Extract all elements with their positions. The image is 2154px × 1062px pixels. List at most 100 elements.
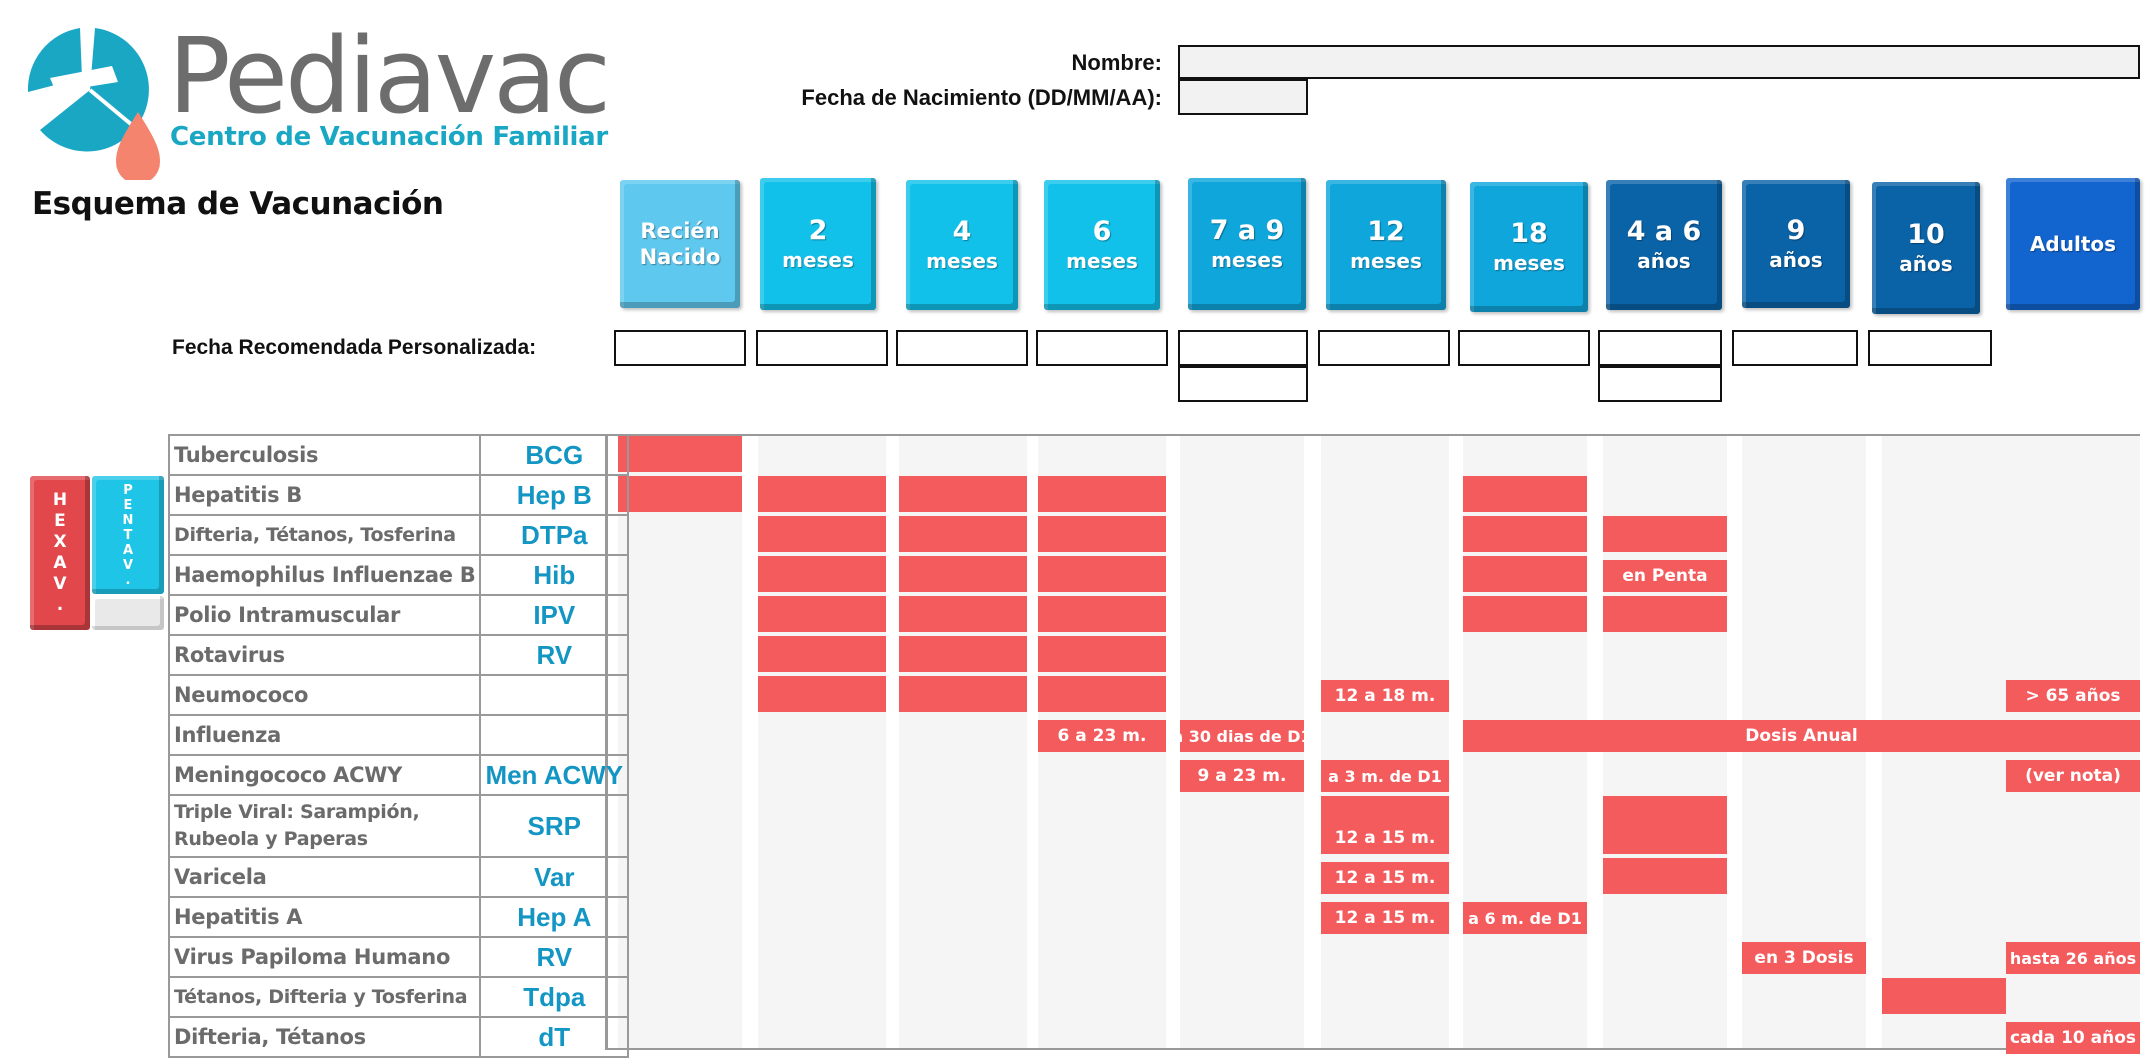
- name-field[interactable]: [1178, 45, 2140, 79]
- age-header-bottom: meses: [1066, 249, 1138, 273]
- age-header-bottom: años: [1769, 248, 1823, 272]
- age-header-top: 9: [1786, 215, 1806, 246]
- vaccine-disease: Neumococo: [167, 674, 482, 716]
- dose-bar: [1038, 476, 1166, 512]
- dose-bar: [758, 476, 886, 512]
- vaccine-disease: Difteria, Tétanos, Tosferina: [167, 514, 482, 556]
- dose-bar: [899, 596, 1027, 632]
- dose-bar: [758, 676, 886, 712]
- age-header-top: Recién: [640, 219, 720, 243]
- dose-bar: (ver nota): [2006, 760, 2140, 792]
- personalized-date-field-3[interactable]: [1036, 330, 1168, 366]
- vaccine-disease: Rotavirus: [167, 634, 482, 676]
- dose-bar: [1463, 556, 1587, 592]
- dose-bar: 12 a 15 m.: [1321, 902, 1449, 934]
- dose-bar: [1463, 476, 1587, 512]
- vaccine-abbreviation: SRP: [479, 794, 630, 858]
- vaccine-abbreviation: BCG: [479, 434, 630, 476]
- vaccine-disease: Meningococo ACWY: [167, 754, 482, 796]
- vaccine-disease: Virus Papiloma Humano: [167, 936, 482, 978]
- vaccine-abbreviation: Var: [479, 856, 630, 898]
- age-header-bottom: meses: [782, 248, 854, 272]
- dose-bar: [1463, 596, 1587, 632]
- dose-bar: 12 a 15 m.: [1321, 862, 1449, 894]
- age-header-bottom: Nacido: [639, 245, 721, 269]
- vaccine-abbreviation: RV: [479, 936, 630, 978]
- vaccine-disease-line1: Triple Viral: Sarampión,: [174, 801, 420, 823]
- age-header-bottom: meses: [1493, 251, 1565, 275]
- personalized-date-field-5[interactable]: [1178, 366, 1308, 402]
- age-header-bottom: meses: [1350, 249, 1422, 273]
- dose-bar: hasta 26 años: [2006, 942, 2140, 974]
- vaccine-abbreviation: DTPa: [479, 514, 630, 556]
- dose-bar: 12 a 18 m.: [1321, 680, 1449, 712]
- dose-bar: 12 a 15 m.: [1321, 796, 1449, 854]
- vaccine-abbreviation: Men ACWY: [479, 754, 630, 796]
- dose-bar: [1603, 596, 1727, 632]
- dob-field[interactable]: [1178, 79, 1308, 115]
- vaccine-abbreviation: dT: [479, 1016, 630, 1058]
- dose-bar: en Penta: [1603, 560, 1727, 592]
- penta-lower-block: [92, 596, 164, 630]
- dose-bar: [1038, 596, 1166, 632]
- dose-bar: [758, 596, 886, 632]
- vaccine-abbreviation: Hib: [479, 554, 630, 596]
- age-header-top: 10: [1907, 219, 1945, 250]
- vaccine-abbreviation: Tdpa: [479, 976, 630, 1018]
- personalized-date-field-1[interactable]: [756, 330, 888, 366]
- vaccine-disease: Haemophilus Influenzae B: [167, 554, 482, 596]
- vaccine-abbreviation: Hep B: [479, 474, 630, 516]
- age-header-10: Adultos: [2006, 178, 2140, 310]
- age-header-bottom: meses: [926, 249, 998, 273]
- personalized-date-field-10[interactable]: [1732, 330, 1858, 366]
- dose-bar: [1882, 978, 2006, 1014]
- personalized-date-field-4[interactable]: [1178, 330, 1308, 366]
- vaccine-disease: Hepatitis B: [167, 474, 482, 516]
- dose-bar: 9 a 23 m.: [1180, 760, 1304, 792]
- vaccine-disease: Varicela: [167, 856, 482, 898]
- personalized-date-field-0[interactable]: [614, 330, 746, 366]
- vaccine-disease: Triple Viral: Sarampión,Rubeola y Papera…: [167, 794, 482, 858]
- grid-column-0: [618, 436, 742, 1048]
- dose-bar: [1603, 796, 1727, 854]
- dose-bar: a 30 dias de D1: [1172, 720, 1312, 752]
- personalized-date-field-6[interactable]: [1318, 330, 1450, 366]
- vaccine-row: Influenza: [167, 714, 630, 756]
- vaccine-abbreviation: [479, 714, 630, 756]
- personalized-date-field-11[interactable]: [1868, 330, 1992, 366]
- brand-tagline: Centro de Vacunación Familiar: [170, 122, 608, 152]
- personalized-date-field-7[interactable]: [1458, 330, 1590, 366]
- dose-bar: [1603, 516, 1727, 552]
- vaccine-row: Triple Viral: Sarampión,Rubeola y Papera…: [167, 794, 630, 858]
- age-header-top: 2: [808, 215, 828, 246]
- personalized-date-field-8[interactable]: [1598, 330, 1722, 366]
- personalized-date-field-9[interactable]: [1598, 366, 1722, 402]
- vaccine-abbreviation: IPV: [479, 594, 630, 636]
- dose-bar: [1038, 676, 1166, 712]
- dose-bar: [618, 476, 742, 512]
- dose-bar: > 65 años: [2006, 680, 2140, 712]
- vaccine-disease: Tuberculosis: [167, 434, 482, 476]
- vaccine-disease: Influenza: [167, 714, 482, 756]
- dose-bar: [1038, 636, 1166, 672]
- personalized-date-field-2[interactable]: [896, 330, 1028, 366]
